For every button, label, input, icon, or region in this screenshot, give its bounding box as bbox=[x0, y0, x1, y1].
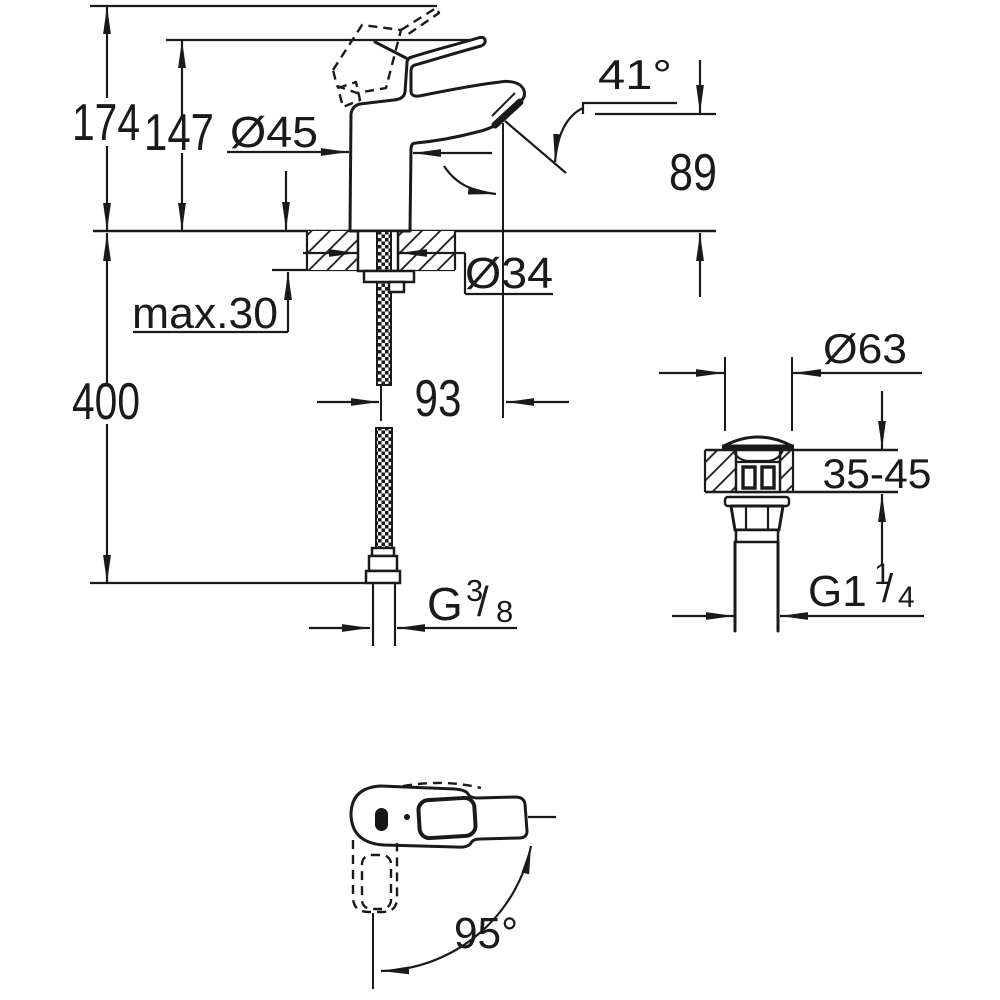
pivot-slot bbox=[375, 808, 388, 831]
faucet-side-profile bbox=[331, 6, 526, 233]
dimension-body-diameter: Ø45 bbox=[227, 108, 492, 157]
label-g114-denominator: 4 bbox=[898, 581, 915, 614]
waste-deck-edges bbox=[703, 450, 795, 492]
waste-tailpipe bbox=[733, 540, 780, 633]
label-length-400: 400 bbox=[72, 373, 140, 431]
label-height-89: 89 bbox=[669, 144, 717, 202]
label-height-147: 147 bbox=[144, 104, 214, 162]
label-g38-denominator: 8 bbox=[496, 594, 513, 629]
side-view: 174 147 400 Ø45 Ø34 bbox=[72, 4, 717, 646]
waste-view: Ø63 35-45 bbox=[659, 325, 932, 633]
lever-back-edge bbox=[373, 40, 408, 60]
dimension-spout-height: 89 bbox=[669, 60, 717, 297]
handle-raised-dashed-base bbox=[336, 80, 362, 109]
waste-body-window-right bbox=[760, 465, 776, 490]
label-g38-numerator: 3 bbox=[466, 573, 483, 608]
waste-cap-neck bbox=[731, 449, 785, 463]
label-g114-slash: / bbox=[882, 567, 894, 611]
handle-down-dashed-lever bbox=[360, 853, 393, 911]
label-g38-slash: / bbox=[477, 578, 489, 625]
flexible-hose bbox=[375, 427, 393, 549]
lever-cutout bbox=[416, 795, 478, 841]
waste-body-window-left bbox=[741, 465, 757, 490]
dimension-max-deck-thickness: max.30 bbox=[132, 171, 292, 338]
pop-up-waste bbox=[722, 435, 794, 633]
dimension-deck-thickness-range: 35-45 bbox=[823, 391, 932, 564]
stream-direction-line bbox=[504, 120, 567, 174]
label-max30: max.30 bbox=[132, 289, 278, 338]
mounting-flange bbox=[362, 269, 416, 284]
dimension-flange-diameter: Ø63 bbox=[659, 325, 922, 377]
dimension-waste-thread: G1 1 / 4 bbox=[672, 558, 924, 620]
swivel-arc bbox=[380, 845, 533, 975]
waste-locknut bbox=[729, 504, 785, 532]
deck-section-edges bbox=[305, 231, 457, 270]
dimension-overall-height: 174 bbox=[72, 6, 140, 231]
flange-extension-lines bbox=[724, 357, 793, 431]
mounting-nut-tab bbox=[387, 280, 406, 294]
shank-and-hose bbox=[356, 229, 416, 646]
label-width-93: 93 bbox=[415, 370, 462, 428]
label-g38-prefix: G bbox=[427, 578, 463, 630]
label-g114-numerator: 1 bbox=[874, 558, 891, 591]
hose-nut-upper bbox=[367, 554, 399, 573]
supply-thread-stub bbox=[371, 583, 397, 646]
label-3545: 35-45 bbox=[823, 450, 932, 497]
dimension-hose-length: 400 bbox=[72, 233, 140, 583]
handle-dashed-top-arc bbox=[402, 781, 482, 790]
dimension-stream-angle: 41° bbox=[553, 51, 677, 163]
waste-locknut-facets bbox=[744, 506, 770, 530]
label-angle-41: 41° bbox=[598, 51, 672, 98]
label-g114-prefix: G1 bbox=[808, 567, 867, 616]
waste-deck-hatch-left bbox=[705, 450, 736, 492]
handle-raised-dashed-outline bbox=[331, 23, 403, 95]
dimension-supply-thread: G 3 / 8 bbox=[309, 573, 517, 632]
spout-tip-inner-line bbox=[491, 92, 516, 117]
label-diameter-34: Ø34 bbox=[465, 249, 553, 298]
waste-deck-hatch-right bbox=[780, 450, 793, 492]
label-angle-95: 95° bbox=[454, 909, 518, 958]
top-view: 95° bbox=[349, 781, 556, 989]
dimension-lever-height: 147 bbox=[144, 40, 214, 231]
label-diameter-63: Ø63 bbox=[823, 325, 907, 372]
threaded-rod bbox=[376, 230, 392, 386]
hose-nut-lower bbox=[364, 569, 402, 585]
dimension-mounting-hole: Ø34 bbox=[303, 249, 553, 298]
faucet-body bbox=[348, 35, 526, 233]
spout-outlet-face bbox=[491, 98, 524, 129]
stream-curve-arrow bbox=[443, 165, 497, 196]
dimension-spout-projection: 93 bbox=[317, 370, 569, 428]
waste-washer bbox=[734, 528, 780, 544]
center-dot bbox=[404, 814, 410, 820]
handle-raised-dashed-blade bbox=[400, 6, 441, 38]
label-height-174: 174 bbox=[72, 94, 140, 152]
label-diameter-45: Ø45 bbox=[230, 108, 318, 157]
